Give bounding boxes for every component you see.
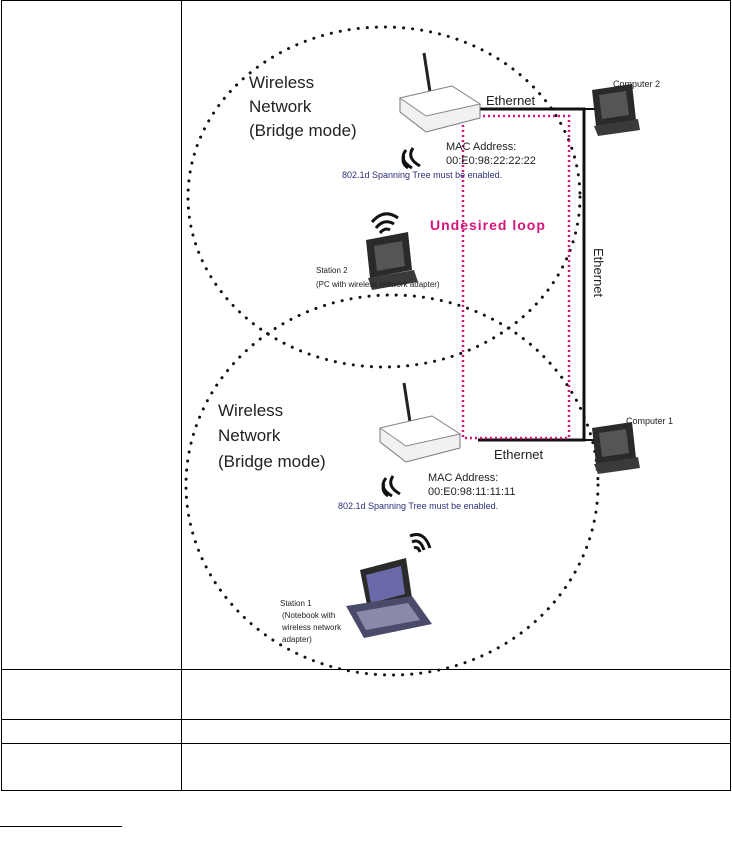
figure-table <box>1 0 731 791</box>
table-column-divider <box>181 0 182 791</box>
bottom-stp-note: 802.1d Spanning Tree must be enabled. <box>338 501 498 511</box>
wireless-signal-icon <box>381 475 401 498</box>
desktop-computer-icon <box>592 422 640 474</box>
table-border-bottom <box>1 790 731 791</box>
undesired-loop-label: Undesired loop <box>430 217 546 233</box>
table-row-divider <box>1 743 731 744</box>
wireless-signal-icon <box>409 533 432 553</box>
station1-label: Station 1 <box>280 599 312 608</box>
bottom-network-boundary <box>184 293 600 677</box>
undesired-loop-box <box>461 114 571 440</box>
station1-description-line1: (Notebook with <box>282 611 335 620</box>
notebook-icon <box>346 558 432 638</box>
wireless-signal-icon <box>370 212 399 235</box>
vertical-ethernet-label: Ethernet <box>591 248 606 298</box>
access-point-icon <box>378 382 462 463</box>
bottom-mac-label: MAC Address: <box>428 472 498 484</box>
bottom-network-title-line2: Network <box>218 426 281 445</box>
table-border-top <box>1 0 731 1</box>
station2-label: Station 2 <box>316 266 348 275</box>
bottom-ethernet-label: Ethernet <box>494 447 544 462</box>
desktop-computer-icon <box>366 232 418 290</box>
bottom-network-title-line1: Wireless <box>218 401 283 420</box>
top-stp-note: 802.1d Spanning Tree must be enabled. <box>342 170 502 180</box>
bottom-mac-value: 00:E0:98:11:11:11 <box>428 486 515 498</box>
computer1-label: Computer 1 <box>626 416 673 426</box>
top-network-boundary <box>186 25 582 369</box>
top-network-title-line2: Network <box>249 97 312 116</box>
top-mac-label: MAC Address: <box>446 141 516 153</box>
table-row-divider <box>1 719 731 720</box>
table-border-left <box>1 0 2 791</box>
desktop-computer-icon <box>592 84 640 136</box>
station2-description: (PC with wireless network adapter) <box>316 280 440 289</box>
top-ethernet-label: Ethernet <box>486 93 536 108</box>
computer2-label: Computer 2 <box>613 79 660 89</box>
access-point-icon <box>398 52 482 133</box>
wireless-signal-icon <box>401 147 421 170</box>
top-network-title-line1: Wireless <box>249 73 314 92</box>
table-row-divider <box>1 669 731 670</box>
table-border-right <box>730 0 731 791</box>
station1-description-line3: adapter) <box>282 635 312 644</box>
ethernet-cable <box>478 107 586 442</box>
station1-description-line2: wireless network <box>281 623 342 632</box>
top-network-title-line3: (Bridge mode) <box>249 121 357 140</box>
top-mac-value: 00:E0:98:22:22:22 <box>446 155 536 167</box>
bottom-network-title-line3: (Bridge mode) <box>218 452 326 471</box>
footnote-separator <box>0 826 122 827</box>
